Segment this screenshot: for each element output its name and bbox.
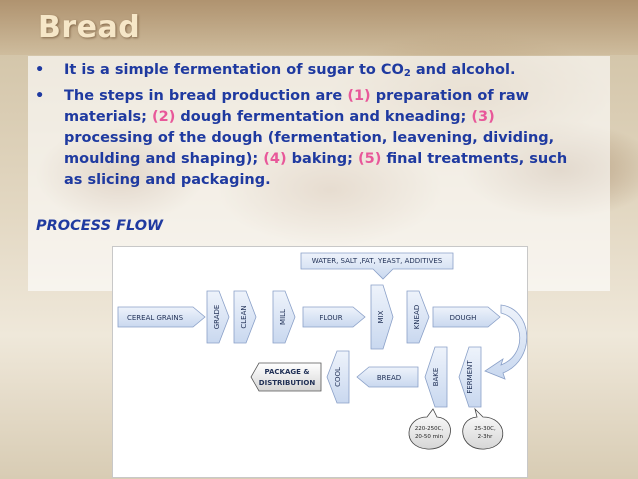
flour-arrow: [302, 306, 366, 328]
bake-conditions-line1: 220-250C,: [415, 426, 444, 432]
step-number: (2): [152, 109, 176, 125]
mix-block: [370, 284, 394, 350]
cereal-grains-label: CEREAL GRAINS: [127, 314, 184, 322]
grade-label: GRADE: [213, 305, 221, 330]
cereal-grains-arrow: [117, 306, 206, 328]
clean-block: [233, 290, 257, 344]
mix-label: MIX: [377, 310, 385, 323]
knead-label: KNEAD: [413, 305, 421, 329]
inputs-label: WATER, SALT ,FAT, YEAST, ADDITIVES: [312, 257, 443, 265]
return-curve-arrow: [484, 304, 527, 380]
bullet-dot-icon: •: [35, 62, 45, 78]
bake-conditions-callout: [408, 408, 451, 450]
ferment-conditions-callout: [462, 407, 504, 450]
dough-label: DOUGH: [450, 314, 477, 322]
slide-title: Bread: [38, 10, 141, 45]
ferment-conditions-line2: 2-3hr: [478, 434, 493, 440]
grade-block: [206, 290, 230, 344]
bullet-fermentation: • It is a simple fermentation of sugar t…: [35, 62, 516, 79]
bullet-dot-icon: •: [35, 88, 45, 104]
step-number: (1): [347, 88, 371, 104]
bake-block: [424, 346, 448, 408]
knead-block: [406, 290, 430, 344]
bread-label: BREAD: [377, 374, 401, 382]
package-label-line1: PACKAGE &: [265, 368, 310, 376]
cool-label: COOL: [334, 367, 342, 387]
ferment-label: FERMENT: [466, 360, 474, 394]
package-distribution-arrow: [250, 362, 322, 392]
bake-conditions-line2: 20-50 min: [415, 434, 444, 440]
ferment-block: [458, 346, 482, 408]
step-number: (5): [357, 151, 382, 167]
process-flow-svg: WATER, SALT ,FAT, YEAST, ADDITIVES CEREA…: [117, 252, 527, 450]
package-label-line2: DISTRIBUTION: [259, 379, 316, 387]
cool-block: [326, 350, 350, 404]
title-band: [0, 0, 638, 55]
bullet-list: • It is a simple fermentation of sugar t…: [28, 60, 588, 193]
bread-arrow: [356, 366, 419, 388]
mill-block: [272, 290, 296, 344]
ferment-conditions-line1: 25-30C,: [474, 426, 496, 432]
dough-arrow: [432, 306, 501, 328]
flour-label: FLOUR: [319, 314, 342, 322]
bake-label: BAKE: [432, 368, 440, 387]
inputs-arrow: [300, 252, 454, 280]
step-number: (3): [471, 109, 495, 125]
process-flow-heading: PROCESS FLOW: [36, 218, 164, 234]
bullet-steps: • The steps in bread production are (1) …: [35, 88, 568, 188]
step-number: (4): [263, 151, 287, 167]
process-flow-diagram: WATER, SALT ,FAT, YEAST, ADDITIVES CEREA…: [112, 246, 528, 478]
mill-label: MILL: [279, 309, 287, 325]
clean-label: CLEAN: [240, 305, 248, 328]
